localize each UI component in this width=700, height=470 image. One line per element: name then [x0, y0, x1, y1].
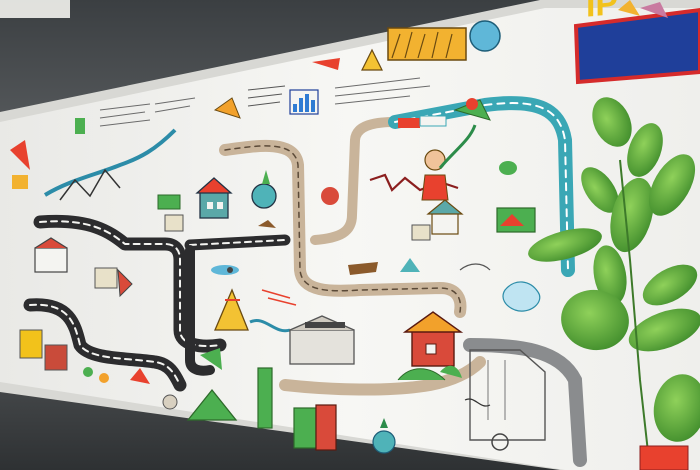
ceiling-light — [0, 0, 70, 18]
center-sketches — [162, 170, 378, 429]
tan-road — [219, 117, 486, 396]
ip-sign-text: IP — [586, 0, 618, 25]
grey-road — [463, 338, 587, 467]
bottom-right-card — [639, 445, 689, 470]
left-sketches — [10, 118, 184, 384]
top-sketches — [99, 20, 501, 127]
right-sketches — [293, 98, 546, 454]
dark-road — [23, 214, 291, 392]
leaves-foreground — [528, 97, 700, 470]
ip-sign: IP — [573, 0, 700, 85]
teal-road — [388, 96, 575, 277]
